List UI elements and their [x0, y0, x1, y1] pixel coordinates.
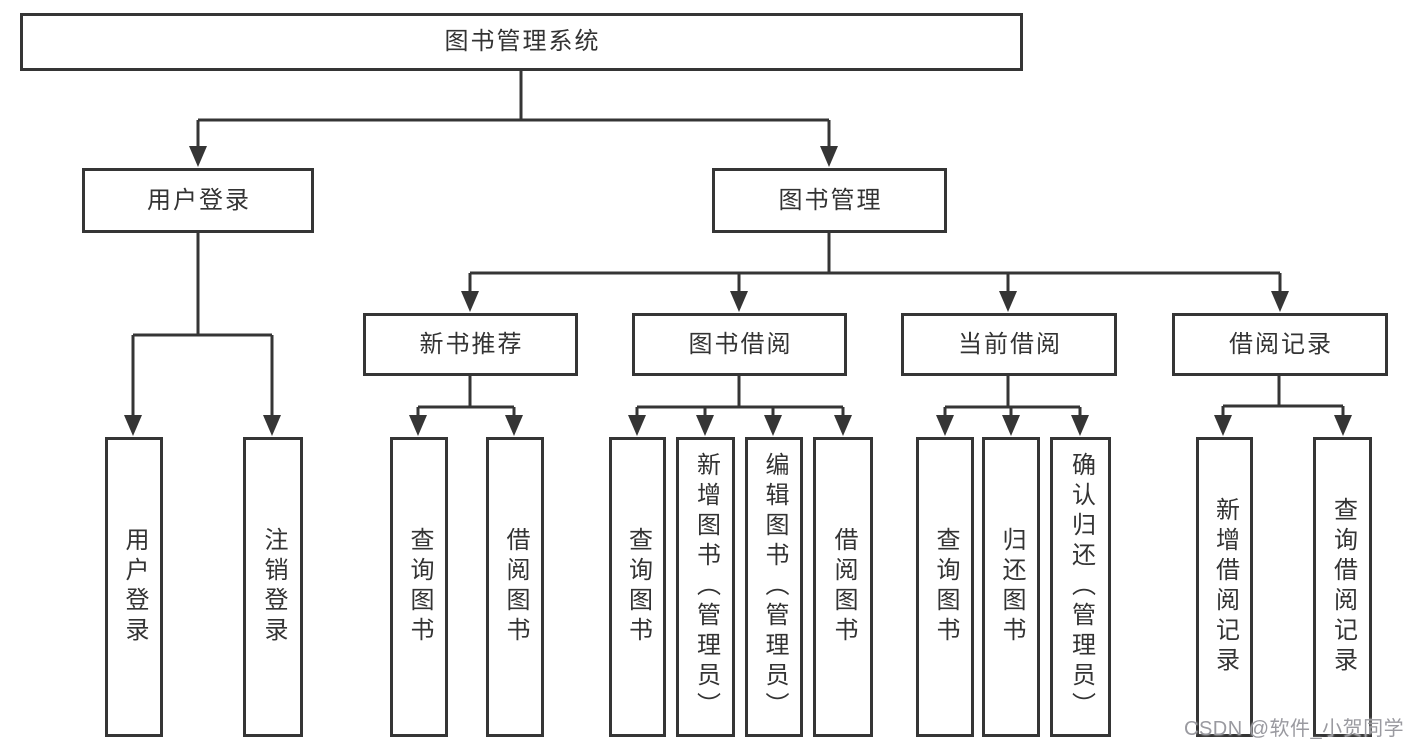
node-query-books-borrowing: 查询图书: [609, 437, 666, 737]
node-borrow-books-recommend: 借阅图书: [486, 437, 544, 737]
node-logout-action: 注销登录: [243, 437, 303, 737]
node-add-borrow-record: 新增借阅记录: [1196, 437, 1253, 737]
node-user-login: 用户登录: [82, 168, 314, 233]
node-root: 图书管理系统: [20, 13, 1023, 71]
node-borrow-records: 借阅记录: [1172, 313, 1388, 376]
arrowheads: [124, 146, 1352, 436]
node-confirm-return-admin: 确认归还（管理员）: [1050, 437, 1111, 737]
node-return-books: 归还图书: [982, 437, 1040, 737]
node-query-books-recommend: 查询图书: [390, 437, 448, 737]
node-add-books-admin: 新增图书（管理员）: [676, 437, 735, 737]
node-new-book-recommend: 新书推荐: [363, 313, 578, 376]
node-edit-books-admin: 编辑图书（管理员）: [745, 437, 803, 737]
csdn-watermark: CSDN @软件_小贺同学: [1184, 718, 1405, 740]
node-query-books-current: 查询图书: [916, 437, 974, 737]
node-borrow-books-action: 借阅图书: [813, 437, 873, 737]
node-current-borrowing: 当前借阅: [901, 313, 1117, 376]
node-book-management: 图书管理: [712, 168, 947, 233]
node-book-borrowing: 图书借阅: [632, 313, 847, 376]
node-query-borrow-record: 查询借阅记录: [1313, 437, 1372, 737]
node-login-action: 用户登录: [105, 437, 163, 737]
